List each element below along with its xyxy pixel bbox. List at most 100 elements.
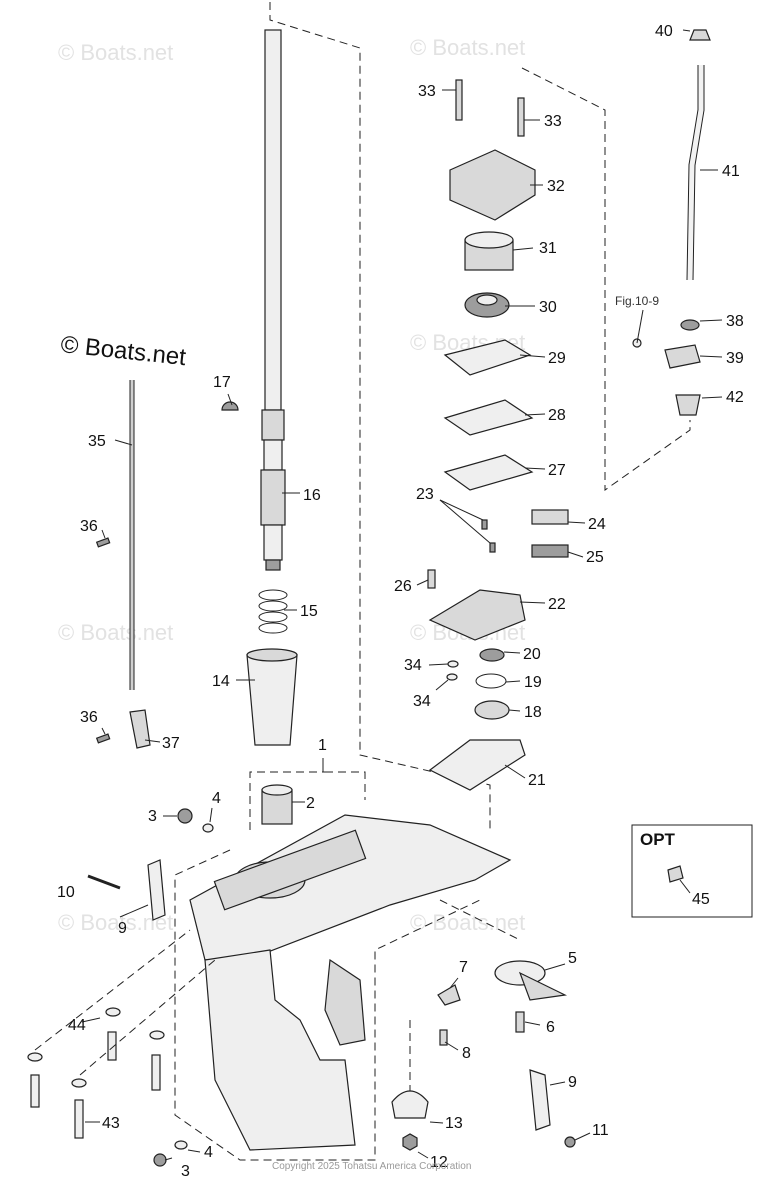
callout-6: 6 bbox=[546, 1019, 555, 1036]
callout-26: 26 bbox=[394, 578, 412, 595]
callout-4: 4 bbox=[204, 1144, 213, 1161]
callout-12: 12 bbox=[430, 1154, 448, 1171]
callout-36: 36 bbox=[80, 709, 98, 726]
part-15-spring bbox=[258, 589, 288, 634]
callout-2: 2 bbox=[306, 795, 315, 812]
part-23-pin bbox=[481, 519, 488, 530]
part-44-washers bbox=[27, 1007, 165, 1088]
callout-37: 37 bbox=[162, 735, 180, 752]
callout-36: 36 bbox=[80, 518, 98, 535]
part-13-grommet bbox=[391, 1090, 429, 1119]
part-29-gasket bbox=[443, 339, 532, 376]
callout-19: 19 bbox=[524, 674, 542, 691]
callout-45: 45 bbox=[692, 891, 710, 908]
part-17-key bbox=[221, 401, 239, 411]
callout-33: 33 bbox=[544, 113, 562, 130]
part-23-pin bbox=[489, 542, 496, 553]
callout-42: 42 bbox=[726, 389, 744, 406]
part-3-bolt bbox=[153, 1153, 167, 1167]
part-12-nut bbox=[402, 1133, 418, 1151]
part-14-guide-tube bbox=[246, 648, 298, 746]
leader-lines bbox=[81, 29, 723, 1161]
callout-10: 10 bbox=[57, 884, 75, 901]
part-42-grommet bbox=[675, 394, 701, 416]
callout-21: 21 bbox=[528, 772, 546, 789]
part-11-screw bbox=[564, 1136, 576, 1148]
callout-9: 9 bbox=[568, 1074, 577, 1091]
callout-4: 4 bbox=[212, 790, 221, 807]
callout-44: 44 bbox=[68, 1017, 86, 1034]
part-10-screw bbox=[87, 874, 121, 890]
part-43-bolts bbox=[30, 1031, 161, 1139]
copyright-text: Copyright 2025 Tohatsu America Corporati… bbox=[272, 1161, 471, 1172]
callout-24: 24 bbox=[588, 516, 606, 533]
part-33-bolt bbox=[517, 97, 525, 137]
part-28-plate bbox=[443, 399, 534, 436]
callout-8: 8 bbox=[462, 1045, 471, 1062]
part-9-water-screen bbox=[147, 859, 166, 921]
callout-30: 30 bbox=[539, 299, 557, 316]
callout-39: 39 bbox=[726, 350, 744, 367]
part-36-pin bbox=[95, 733, 111, 744]
part-3-bolt bbox=[177, 808, 193, 824]
watermark: © Boats.net bbox=[58, 620, 173, 645]
part-36-pin bbox=[95, 537, 111, 548]
part-31-liner bbox=[464, 231, 514, 271]
fig-ref-label: Fig.10-9 bbox=[615, 294, 659, 308]
part-34-washer bbox=[446, 673, 458, 681]
callout-29: 29 bbox=[548, 350, 566, 367]
callout-20: 20 bbox=[523, 646, 541, 663]
callout-23: 23 bbox=[416, 486, 434, 503]
part-6-bolt bbox=[515, 1011, 525, 1033]
part-24-seal bbox=[531, 509, 569, 525]
part-5-trim-tab bbox=[494, 960, 568, 1001]
callout-9: 9 bbox=[118, 920, 127, 937]
callout-34: 34 bbox=[404, 657, 422, 674]
part-37-shift-lever bbox=[129, 709, 151, 749]
part-39-plate bbox=[664, 344, 701, 369]
callout-41: 41 bbox=[722, 163, 740, 180]
part-25-seal bbox=[531, 544, 569, 558]
callout-27: 27 bbox=[548, 462, 566, 479]
callout-43: 43 bbox=[102, 1115, 120, 1132]
part-4-washer bbox=[202, 823, 214, 833]
callout-33: 33 bbox=[418, 83, 436, 100]
callout-14: 14 bbox=[212, 673, 230, 690]
part-18-bearing bbox=[474, 700, 510, 720]
part-7-anode bbox=[437, 984, 461, 1006]
opt-box: OPT bbox=[631, 824, 753, 918]
part-8-bolt bbox=[439, 1029, 448, 1046]
callout-34: 34 bbox=[413, 693, 431, 710]
opt-label: OPT bbox=[640, 830, 676, 849]
callout-17: 17 bbox=[213, 374, 231, 391]
callout-22: 22 bbox=[548, 596, 566, 613]
part-26-bolt bbox=[427, 569, 436, 589]
callout-31: 31 bbox=[539, 240, 557, 257]
callout-35: 35 bbox=[88, 433, 106, 450]
callout-11: 11 bbox=[592, 1122, 609, 1139]
callout-38: 38 bbox=[726, 313, 744, 330]
callout-7: 7 bbox=[459, 959, 468, 976]
callout-16: 16 bbox=[303, 487, 321, 504]
part-19-o-ring bbox=[475, 673, 507, 689]
part-40-grommet bbox=[689, 29, 711, 41]
part-1-gear-case bbox=[189, 814, 512, 1151]
part-20-oil-seal bbox=[479, 648, 505, 662]
part-34-washer bbox=[447, 660, 459, 668]
part-27-gasket bbox=[443, 454, 534, 491]
callout-18: 18 bbox=[524, 704, 542, 721]
callout-40: 40 bbox=[655, 23, 673, 40]
callout-3: 3 bbox=[181, 1163, 190, 1180]
callout-15: 15 bbox=[300, 603, 318, 620]
callout-13: 13 bbox=[445, 1115, 463, 1132]
part-32-pump-housing bbox=[449, 149, 536, 221]
assembly-outlines bbox=[174, 2, 691, 1161]
callout-32: 32 bbox=[547, 178, 565, 195]
callout-5: 5 bbox=[568, 950, 577, 967]
callout-3: 3 bbox=[148, 808, 157, 825]
part-45-screw bbox=[667, 865, 684, 883]
callout-labels: 1 2 3 3 4 4 5 6 7 8 9 9 10 11 12 13 14 1… bbox=[57, 23, 744, 1180]
watermark: © Boats.net bbox=[410, 35, 525, 60]
part-4-washer bbox=[174, 1140, 188, 1150]
